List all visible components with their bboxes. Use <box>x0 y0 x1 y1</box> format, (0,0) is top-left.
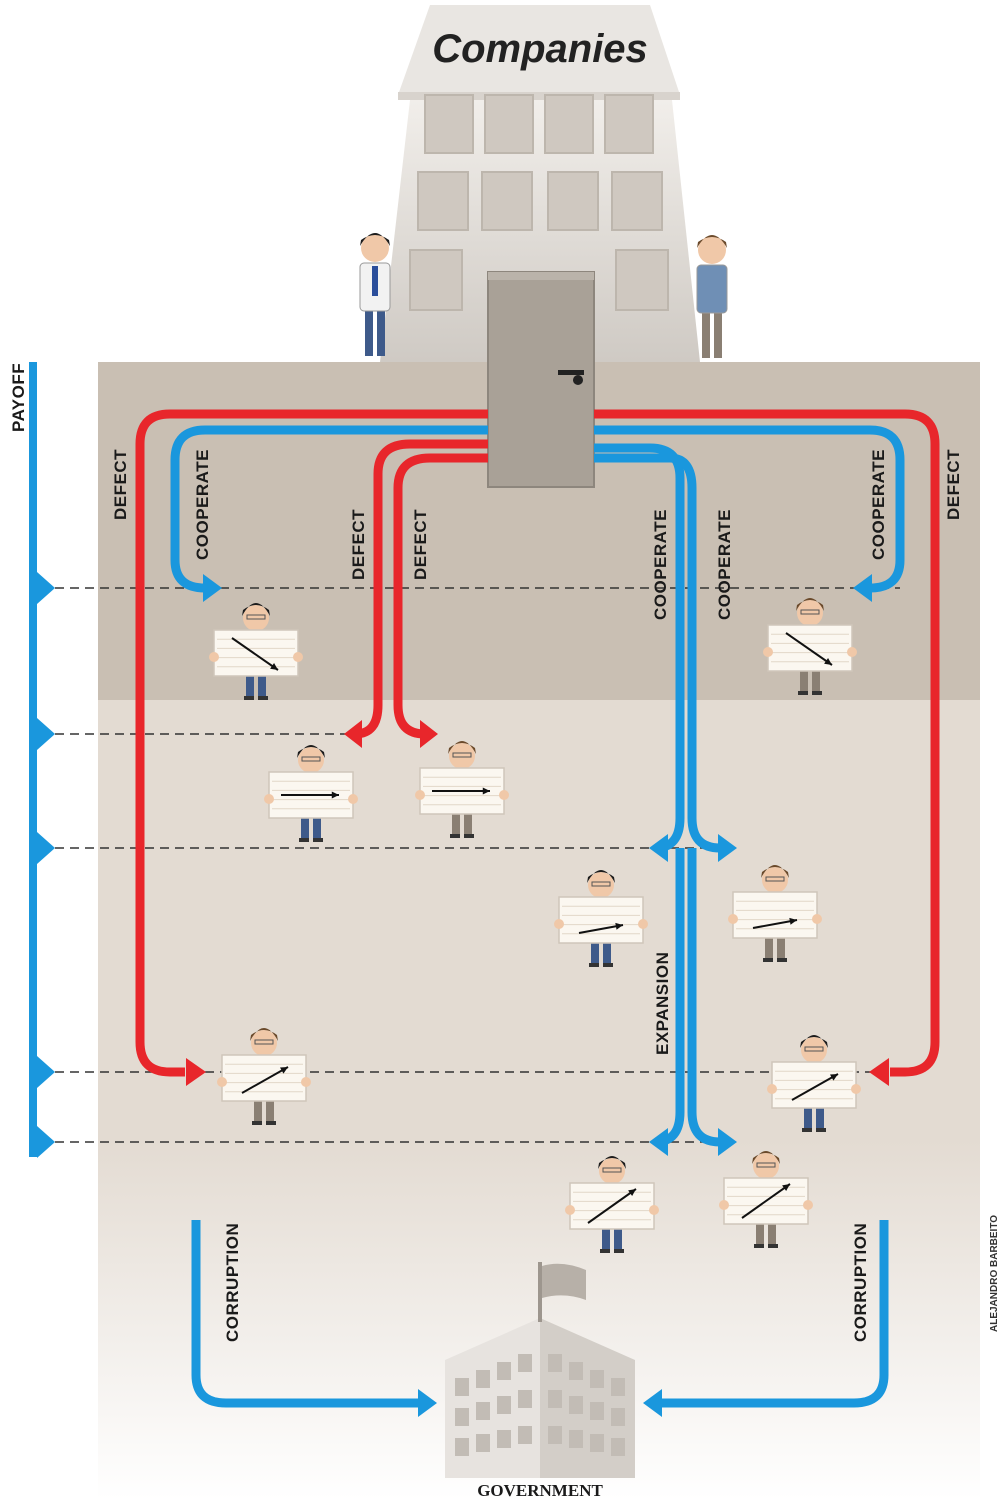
person-icon <box>696 235 728 358</box>
chart-sign-icon <box>763 624 857 672</box>
payoff-axis <box>29 362 55 1158</box>
chart-sign-icon <box>728 891 822 939</box>
government-building-icon <box>445 1318 635 1478</box>
label-defect-inner-left: DEFECT <box>349 509 368 580</box>
chart-sign-icon <box>719 1177 813 1225</box>
label-corruption-left: CORRUPTION <box>223 1223 242 1342</box>
payoff-label: PAYOFF <box>9 363 28 432</box>
label-corruption-right: CORRUPTION <box>851 1223 870 1342</box>
label-expansion: EXPANSION <box>653 952 672 1055</box>
flag-icon <box>538 1262 586 1322</box>
sign-holder <box>217 1028 311 1125</box>
chart-sign-icon <box>767 1061 861 1109</box>
door-icon <box>487 271 595 488</box>
sign-holder <box>719 1151 813 1248</box>
chart-sign-icon <box>565 1182 659 1230</box>
building-icon <box>380 5 700 362</box>
sign-holder <box>209 603 303 700</box>
person-icon <box>359 233 391 356</box>
sign-holder <box>554 870 648 967</box>
sign-holder <box>264 745 358 842</box>
chart-sign-icon <box>554 896 648 944</box>
label-defect-outer-right: DEFECT <box>944 449 963 520</box>
title: Companies <box>432 27 648 71</box>
chart-sign-icon <box>415 767 509 815</box>
chart-sign-icon <box>217 1054 311 1102</box>
people <box>209 233 861 1253</box>
sign-holder <box>728 865 822 962</box>
label-cooperate-outer-right: COOPERATE <box>869 449 888 560</box>
sign-holder <box>565 1156 659 1253</box>
sign-holder <box>415 741 509 838</box>
defect-flows <box>135 409 940 1077</box>
chart-sign-icon <box>264 771 358 819</box>
label-defect-inner-mid: DEFECT <box>411 509 430 580</box>
defect-arrowheads <box>186 720 889 1086</box>
label-defect-outer-left: DEFECT <box>111 449 130 520</box>
cooperate-arrowheads <box>203 574 872 1417</box>
sign-holder <box>767 1035 861 1132</box>
sign-holder <box>763 598 857 695</box>
chart-sign-icon <box>209 629 303 677</box>
label-cooperate-inner-mid: COOPERATE <box>651 509 670 620</box>
label-cooperate-inner-right: COOPERATE <box>715 509 734 620</box>
label-cooperate-outer-left: COOPERATE <box>193 449 212 560</box>
government-label: GOVERNMENT <box>477 1481 603 1500</box>
credit: ALEJANDRO BARBEITO <box>989 1215 1000 1332</box>
